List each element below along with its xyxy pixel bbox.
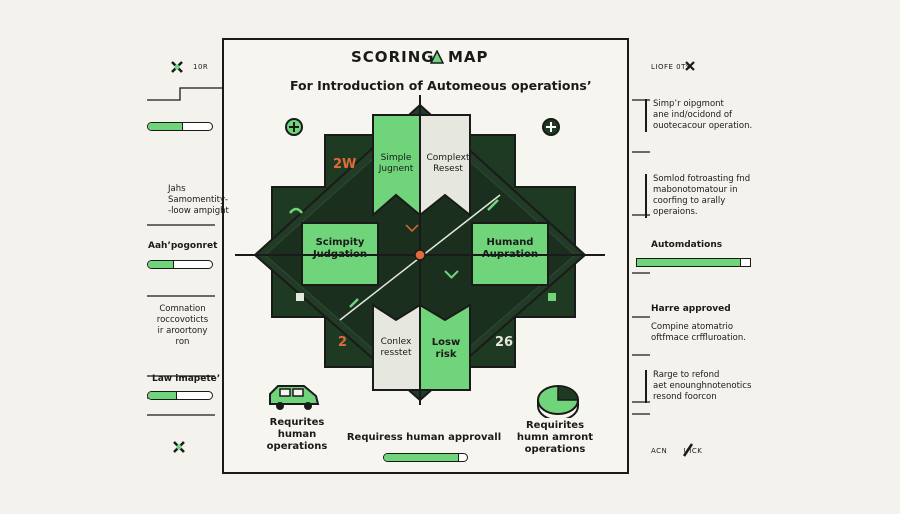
left-note-1: Jahs Samomentity- -loow ampight — [168, 184, 229, 216]
quadrant-diagram — [235, 95, 605, 405]
bottom-right-label: Requirites humn amront operations — [516, 420, 594, 455]
subtitle: For Introduction of Automeous operations… — [290, 78, 592, 93]
right-note-2: Somlod fotroasting fnd mabonotomatour in… — [645, 174, 750, 218]
progress-left-bottom — [147, 391, 213, 400]
right-note-6: Rarge to refond aet enounghnotenotics re… — [645, 370, 751, 403]
close-icon-bottom-left[interactable] — [172, 440, 186, 454]
bottom-left-label: Requrites human operations — [266, 417, 328, 452]
cell-top-right-label: Complext Resest — [426, 153, 470, 174]
plus-circle-dark-icon[interactable] — [541, 117, 561, 137]
slash-icon — [682, 443, 694, 457]
progress-bottom-center — [383, 453, 468, 462]
pie-icon — [537, 385, 579, 418]
cell-bottom-left-number: 2 — [338, 335, 348, 350]
progress-left-top — [147, 122, 213, 131]
title-scoring: SCORING — [351, 48, 435, 66]
corner-label-top-right: LIOFE 0TS — [651, 63, 691, 71]
left-note-2: Aah’pogonret — [148, 241, 218, 251]
close-icon-top-right[interactable] — [684, 60, 696, 72]
triangle-icon — [430, 50, 444, 64]
right-note-5: Compine atomatrio oftfmace crffluroation… — [651, 322, 746, 343]
close-icon-top-left[interactable] — [170, 60, 184, 74]
cell-top-left-number: 2W — [333, 157, 357, 172]
cell-mid-left-label: Scimpity Judgation — [312, 237, 368, 260]
bottom-center-label: Requiress human approvall — [346, 432, 502, 443]
right-note-4: Harre approved — [651, 304, 731, 314]
corner-label-bottom-right: ACN UICK — [651, 447, 703, 455]
cell-mid-right-label: Humand Aupration — [482, 237, 538, 260]
title-map: MAP — [448, 48, 489, 66]
left-note-3: Comnation roccovoticts ir aroortony ron — [156, 304, 209, 347]
cell-bottom-right-label: Losw risk — [431, 337, 461, 360]
cell-bottom-left-label: Conlex resstet — [380, 337, 412, 358]
plus-circle-icon[interactable] — [284, 117, 304, 137]
corner-label-top-left: 10R — [193, 63, 209, 71]
right-note-3: Automdations — [651, 240, 723, 250]
cell-bottom-right-number: 26 — [495, 335, 514, 350]
car-icon — [269, 385, 320, 410]
cell-top-left-label: Simple Jugnent — [378, 153, 414, 174]
progress-right-mid — [636, 258, 751, 267]
right-note-1: Simp’r oipgmont ane ind/ocidond of ouote… — [645, 99, 752, 132]
progress-left-mid — [147, 260, 213, 269]
left-note-4: Law imapete’ — [152, 374, 221, 384]
